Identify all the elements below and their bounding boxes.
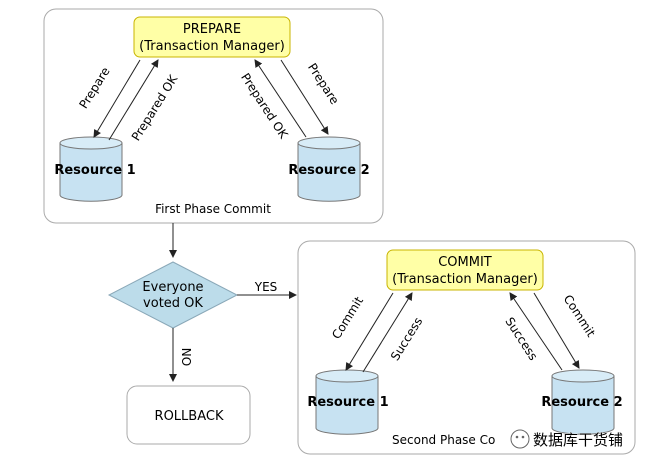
- wechat-icon-eye-right: [521, 435, 525, 439]
- decision-diamond: [107, 261, 239, 329]
- arrow-prepare-right: [280, 59, 329, 135]
- decision-line2: voted OK: [143, 296, 203, 311]
- phase2-resource2-label: Resource 2: [541, 395, 622, 410]
- commit-manager-box: [386, 249, 544, 291]
- decision-line1: Everyone: [142, 280, 203, 295]
- phase2-resource1-label: Resource 1: [307, 395, 388, 410]
- second-phase-label: Second Phase Co: [392, 433, 495, 447]
- phase2-resource2-cylinder: [551, 369, 615, 435]
- wechat-icon: [510, 429, 530, 449]
- no-label: NO: [179, 348, 193, 366]
- phase1-resource1-label: Resource 1: [54, 163, 135, 178]
- rollback-box: [126, 385, 251, 445]
- wechat-icon-eye-left: [515, 435, 519, 439]
- prepare-manager-title: PREPARE: [183, 22, 241, 37]
- arrow-success-right: [509, 292, 563, 371]
- prepare-manager-subtitle: (Transaction Manager): [139, 39, 285, 54]
- arrow-prepare-left: [93, 59, 141, 138]
- second-phase-container: [297, 240, 636, 455]
- phase1-resource2-label: Resource 2: [288, 163, 369, 178]
- first-phase-label: First Phase Commit: [155, 202, 271, 216]
- arrow-prepared-ok-left: [108, 59, 159, 141]
- arrow-success-left: [362, 292, 413, 373]
- arrow-commit-right: [533, 292, 580, 369]
- yes-label: YES: [254, 280, 278, 294]
- commit-manager-subtitle: (Transaction Manager): [392, 272, 538, 287]
- commit-manager-title: COMMIT: [438, 255, 492, 270]
- rollback-label: ROLLBACK: [155, 409, 224, 424]
- phase1-resource1-cylinder: [59, 136, 123, 202]
- watermark: 数据库干货铺: [510, 429, 623, 449]
- arrow-commit-left: [345, 292, 394, 371]
- arrow-prepared-ok-right: [254, 59, 307, 138]
- phase1-resource2-cylinder: [297, 136, 361, 202]
- watermark-text: 数据库干货铺: [533, 431, 623, 449]
- prepare-manager-box: [133, 16, 291, 58]
